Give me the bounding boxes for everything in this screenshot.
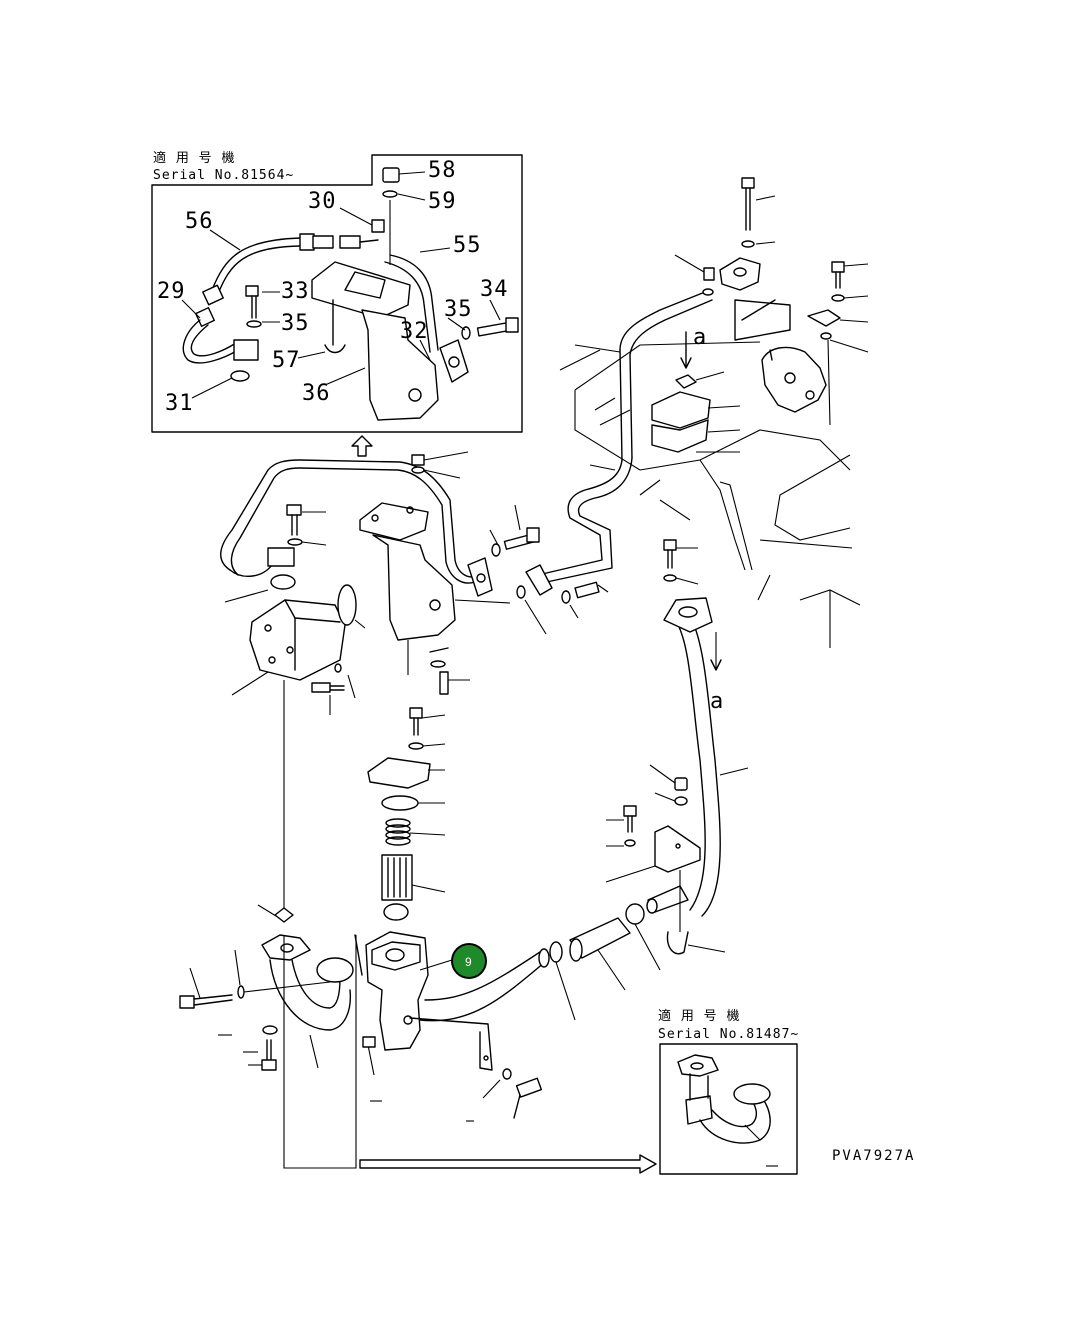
bottom-inset-serial: Serial No.81487~ <box>658 1027 799 1042</box>
callout-30: 30 <box>308 189 337 214</box>
top-inset-serial: Serial No.81564~ <box>153 168 294 183</box>
main-assembly: 9 <box>179 177 869 1174</box>
top-inset-title: 適 用 号 機 <box>153 150 235 166</box>
spring <box>385 818 411 846</box>
callout-35b: 35 <box>444 297 473 322</box>
callout-57: 57 <box>272 348 301 373</box>
callout-32: 32 <box>400 319 429 344</box>
callout-34: 34 <box>480 277 509 302</box>
marker-a-right: a <box>710 689 724 714</box>
callout-33: 33 <box>281 279 310 304</box>
marker-a-top: a <box>693 325 707 350</box>
highlight-label: 9 <box>465 955 472 969</box>
top-inset: 適 用 号 機 Serial No.81564~ <box>151 150 523 433</box>
callout-36: 36 <box>302 381 331 406</box>
callout-56: 56 <box>185 209 214 234</box>
callout-31: 31 <box>165 391 194 416</box>
drawing-code: PVA7927A <box>832 1148 915 1164</box>
callout-59: 59 <box>428 189 457 214</box>
callout-29: 29 <box>157 279 186 304</box>
inset-arrow <box>351 435 373 457</box>
highlight-circle <box>453 945 485 977</box>
highlight-badge[interactable]: 9 <box>451 943 487 979</box>
callout-58: 58 <box>428 158 457 183</box>
callout-35a: 35 <box>281 311 310 336</box>
bottom-inset: 適 用 号 機 Serial No.81487~ <box>658 1008 799 1175</box>
bottom-inset-title: 適 用 号 機 <box>658 1008 740 1024</box>
callout-55: 55 <box>453 233 482 258</box>
